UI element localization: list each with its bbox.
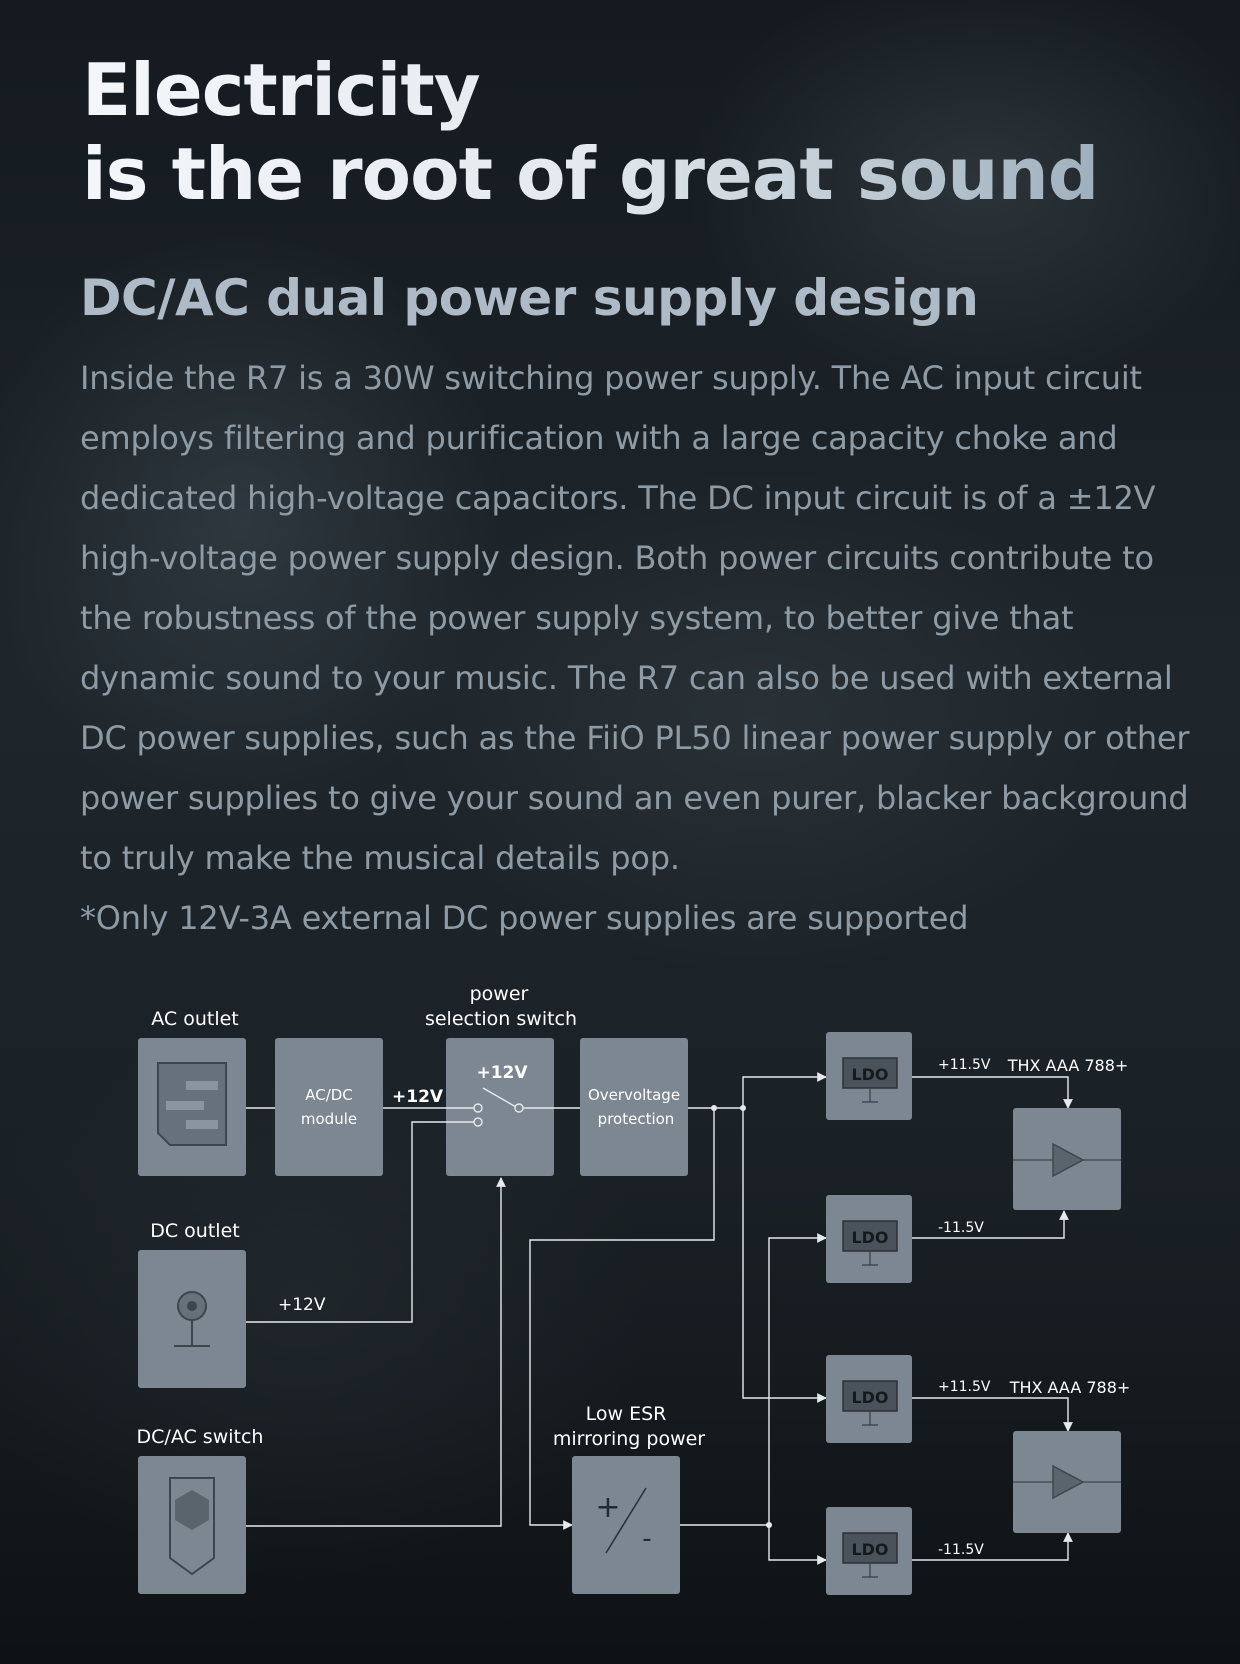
rail-label-2: -11.5V [938,1220,984,1236]
dcac-switch-label: DC/AC switch [137,1426,264,1448]
low-esr-title-line1: Low ESR [586,1403,667,1425]
ac-socket-icon [157,1062,227,1146]
wire-dc-to-switch [246,1121,476,1323]
power-selection-switch-box [446,1038,554,1176]
overvoltage-line1: Overvoltage [588,1086,680,1104]
ldo-1-label: LDO [851,1065,888,1084]
wire-ovp-to-lowesr [529,1108,715,1530]
wire-junctions [711,1105,772,1528]
power-switch-inner-label: +12V [476,1063,528,1083]
power-switch-title-line1: power [470,983,529,1005]
acdc-output-label: +12V [392,1087,444,1107]
minus-sign: - [642,1524,651,1554]
wire-ldo3-to-amp2 [912,1397,1073,1432]
rail-label-1: +11.5V [938,1057,991,1073]
switch-contact-icon [446,1087,554,1127]
wire-ldo1-to-amp1 [912,1076,1073,1109]
amplifier-triangle-icon [1052,1464,1085,1500]
wire-lowesr-to-ldo4 [768,1525,827,1565]
amp-1-label: THX AAA 788+ [1007,1056,1129,1075]
subheading: DC/AC dual power supply design [80,269,979,327]
wire-ovp-to-ldo1 [742,1072,827,1108]
overvoltage-protection-box [580,1038,688,1176]
amplifier-triangle-icon [1052,1142,1085,1178]
wire-lowesr-to-ldo2 [768,1233,827,1525]
amp-2-label: THX AAA 788+ [1009,1378,1131,1397]
wire-dcac-switch-to-selector [246,1177,506,1527]
ldo-block-4: LDO [826,1507,912,1595]
toggle-switch-icon [169,1477,215,1576]
dc-output-label: +12V [278,1295,326,1315]
low-esr-title-line2: mirroring power [553,1428,705,1450]
plus-sign: + [595,1490,620,1525]
body-paragraph: Inside the R7 is a 30W switching power s… [80,359,1190,877]
wire-ovp-to-ldo3 [742,1108,827,1403]
polarity-icon: + - [595,1487,652,1554]
rail-label-4: -11.5V [938,1542,984,1558]
ldo-block-2: LDO [826,1195,912,1283]
ldo-block-1: LDO [826,1032,912,1120]
acdc-module-line2: module [301,1110,357,1128]
amplifier-block-2 [1013,1431,1121,1533]
wire-ldo2-to-amp1 [912,1210,1069,1239]
ldo-2-label: LDO [851,1228,888,1247]
rail-label-3: +11.5V [938,1379,991,1395]
ldo-4-label: LDO [851,1540,888,1559]
ldo-block-3: LDO [826,1355,912,1443]
wire-ldo4-to-amp2 [912,1532,1073,1561]
low-esr-box [572,1456,680,1594]
amplifier-block-1 [1013,1108,1121,1210]
footnote: *Only 12V-3A external DC power supplies … [80,899,969,937]
ldo-3-label: LDO [851,1388,888,1407]
overvoltage-line2: protection [598,1110,675,1128]
wires [246,1072,1073,1565]
ac-outlet-label: AC outlet [151,1008,239,1030]
dc-jack-icon [174,1291,210,1347]
acdc-module-line1: AC/DC [305,1086,353,1104]
dc-outlet-label: DC outlet [150,1220,239,1242]
power-switch-title-line2: selection switch [425,1008,577,1030]
acdc-module-box [275,1038,383,1176]
